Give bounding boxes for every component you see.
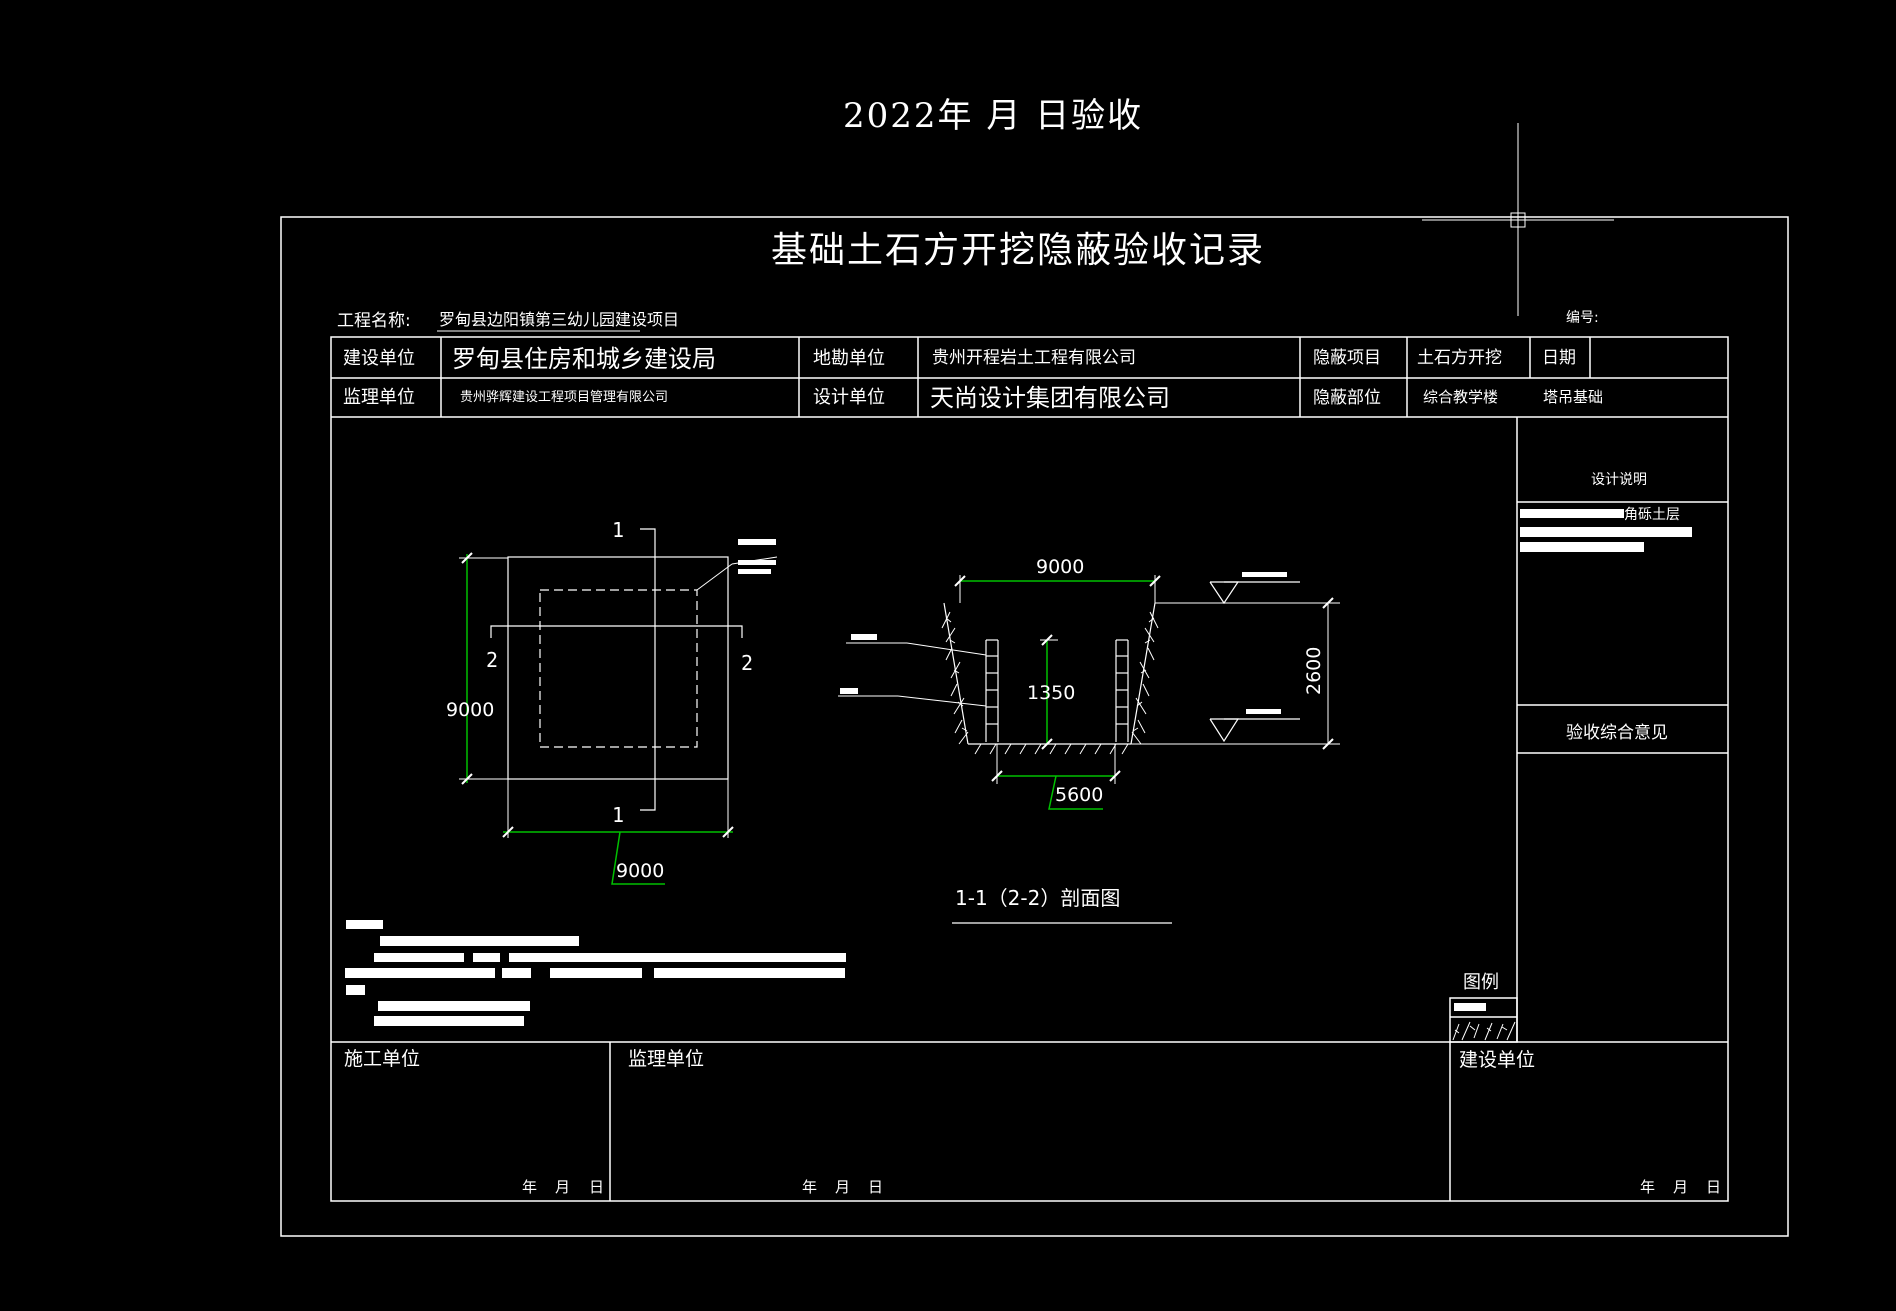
- section-dim-top: 9000: [954, 556, 1161, 603]
- svg-text:日: 日: [589, 1178, 604, 1196]
- plan-dim-horizontal-text: 9000: [616, 860, 664, 882]
- svg-text:年: 年: [522, 1178, 537, 1196]
- section-view: 9000 1350 2600: [838, 556, 1340, 924]
- section-dim-bottom-text: 5600: [1055, 784, 1103, 806]
- soil-hatch-right: [1131, 611, 1159, 745]
- section-caption: 1-1（2-2）剖面图: [955, 886, 1120, 910]
- crosshair-cursor-icon: [1422, 123, 1614, 316]
- hidden-item-value: 土石方开挖: [1417, 348, 1502, 368]
- acceptance-date-title: 2022年 月 日验收: [843, 96, 1143, 136]
- hidden-item-label: 隐蔽项目: [1313, 348, 1381, 368]
- redacted-text-bar: [1520, 527, 1692, 537]
- construction-unit-label: 施工单位: [344, 1048, 420, 1070]
- section-line-1: [640, 528, 656, 811]
- excavation-outline: [507, 556, 729, 780]
- section-dim-bottom: 5600: [991, 744, 1121, 810]
- redacted-text-bar: [1520, 542, 1644, 552]
- svg-text:年: 年: [1640, 1178, 1655, 1196]
- soil-hatch-icon: [1452, 1021, 1516, 1041]
- legend-label: 图例: [1463, 972, 1499, 993]
- supervise-unit-label: 监理单位: [343, 387, 415, 408]
- build-unit-value: 罗甸县住房和城乡建设局: [452, 345, 716, 373]
- plan-dim-vertical-text: 9000: [446, 699, 494, 721]
- hidden-part-value-1: 综合教学楼: [1423, 388, 1498, 406]
- section-dim-depth-text: 1350: [1027, 682, 1075, 704]
- drawing-frame: [280, 216, 1789, 1237]
- plan-view: 1 1 2 2 9000 9000: [446, 518, 778, 885]
- section-dim-height: 2600: [1303, 597, 1334, 750]
- project-name-label: 工程名称:: [337, 311, 411, 331]
- level-symbol-bottom: [1209, 709, 1300, 743]
- legend-redacted-text: [1454, 1003, 1486, 1011]
- section-line-2: [490, 625, 743, 638]
- date-label: 日期: [1542, 348, 1576, 368]
- section-dim-top-text: 9000: [1036, 556, 1084, 578]
- section-mark-1-top: 1: [612, 518, 624, 542]
- redacted-label: [738, 539, 776, 545]
- svg-text:日: 日: [1706, 1178, 1721, 1196]
- project-name-value: 罗甸县边阳镇第三幼儿园建设项目: [439, 310, 679, 329]
- ladder-left: [985, 639, 999, 742]
- redacted-label: [738, 560, 776, 565]
- survey-unit-value: 贵州开程岩土工程有限公司: [932, 348, 1136, 368]
- supervise-unit-value: 贵州骅辉建设工程项目管理有限公司: [460, 390, 668, 405]
- main-table: [330, 336, 1729, 1202]
- design-unit-value: 天尚设计集团有限公司: [930, 384, 1170, 412]
- foundation-outline-dashed: [539, 589, 698, 748]
- supervision-unit-label: 监理单位: [628, 1048, 704, 1070]
- section-mark-1-bottom: 1: [612, 803, 624, 827]
- design-note-label: 设计说明: [1591, 472, 1647, 488]
- ladder-right: [1115, 639, 1129, 742]
- design-note-text: 角砾土层: [1624, 507, 1680, 523]
- svg-text:月: 月: [555, 1178, 570, 1196]
- supervision-sign-date: 年 月 日: [802, 1178, 883, 1196]
- number-label: 编号:: [1566, 310, 1599, 326]
- survey-unit-label: 地勘单位: [813, 348, 885, 369]
- owner-sign-date: 年 月 日: [1640, 1178, 1721, 1196]
- build-unit-label: 建设单位: [343, 348, 415, 369]
- hidden-part-label: 隐蔽部位: [1313, 388, 1381, 408]
- plan-dim-vertical: 9000: [446, 552, 508, 785]
- svg-text:日: 日: [868, 1178, 883, 1196]
- redacted-label: [851, 634, 877, 640]
- soil-hatch-left: [941, 611, 969, 745]
- redacted-label: [738, 569, 771, 574]
- form-title: 基础土石方开挖隐蔽验收记录: [771, 230, 1265, 271]
- section-mark-2-left: 2: [486, 648, 498, 672]
- owner-unit-label: 建设单位: [1459, 1049, 1535, 1071]
- section-mark-2-right: 2: [741, 651, 753, 675]
- svg-text:年: 年: [802, 1178, 817, 1196]
- redacted-text-bar: [1520, 509, 1624, 518]
- section-dim-depth: 1350: [1027, 634, 1075, 750]
- acceptance-opinion-label: 验收综合意见: [1566, 723, 1668, 743]
- svg-text:月: 月: [1673, 1178, 1688, 1196]
- plan-dim-horizontal: 9000: [502, 779, 734, 885]
- level-symbol-top: [1209, 572, 1300, 605]
- soil-hatch-bottom: [974, 743, 1129, 755]
- section-dim-height-text: 2600: [1303, 647, 1325, 695]
- construction-sign-date: 年 月 日: [522, 1178, 604, 1196]
- hidden-part-value-2: 塔吊基础: [1543, 388, 1603, 406]
- design-unit-label: 设计单位: [813, 387, 885, 408]
- redacted-label: [840, 688, 858, 694]
- redacted-notes: [345, 920, 846, 1026]
- svg-text:月: 月: [835, 1178, 850, 1196]
